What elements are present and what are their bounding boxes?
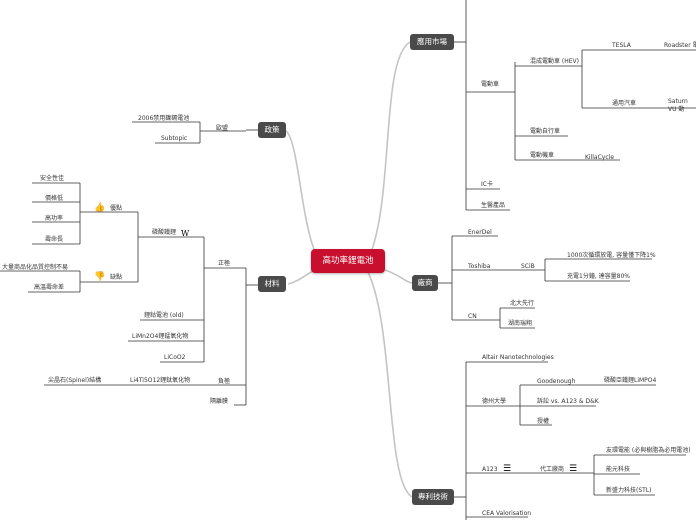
- topic-oem[interactable]: 代工廠商: [540, 466, 565, 473]
- topic-ebike[interactable]: 電動自行車: [530, 128, 561, 135]
- topic-lfp[interactable]: 磷酸鐵鋰: [152, 229, 177, 236]
- branch-vendors[interactable]: 廠商: [412, 275, 438, 291]
- topic-ev[interactable]: 電動車: [481, 81, 500, 88]
- topic-cn-1[interactable]: 北大先行: [510, 300, 535, 307]
- topic-license[interactable]: 授權: [537, 418, 550, 425]
- topic-pros-2[interactable]: 價格低: [45, 195, 64, 202]
- topic-goodenough[interactable]: Goodenough: [537, 378, 576, 385]
- topic-biomed[interactable]: 生醫產品: [481, 202, 506, 209]
- topic-killacycle[interactable]: KillaCycle: [585, 154, 615, 161]
- topic-a123[interactable]: A123: [482, 466, 498, 473]
- notes-icon[interactable]: ☰: [569, 464, 578, 474]
- topic-lmo[interactable]: LiMn2O4鋰錳氧化物: [132, 333, 189, 340]
- w-icon: W: [181, 229, 190, 238]
- topic-cea[interactable]: CEA Valorisation: [482, 510, 532, 517]
- topic-pros-3[interactable]: 高功率: [45, 215, 64, 222]
- topic-lto[interactable]: Li4Ti5O12鋰鈦氧化物: [130, 377, 191, 384]
- curve-policy: [284, 129, 321, 263]
- topic-cathode[interactable]: 正極: [218, 260, 231, 267]
- topic-toshiba[interactable]: Toshiba: [468, 263, 491, 270]
- curve-patents: [367, 271, 413, 498]
- topic-separator[interactable]: 隔離膜: [210, 398, 229, 405]
- topic-lco[interactable]: LiCoO2: [164, 354, 186, 361]
- thumbs-up-icon: 👍: [94, 203, 106, 213]
- branch-materials[interactable]: 材料: [258, 276, 286, 292]
- topic-eu-1[interactable]: 2006禁用鎳鎘電池: [138, 115, 190, 122]
- topic-pros-1[interactable]: 安全性佳: [40, 175, 65, 182]
- topic-tesla[interactable]: TESLA: [612, 42, 631, 49]
- topic-eu[interactable]: 歐盟: [216, 125, 229, 132]
- topic-spinel[interactable]: 尖晶石(Spinel)結構: [48, 377, 102, 384]
- topic-oem-2[interactable]: 能元科技: [606, 466, 631, 473]
- thumbs-down-icon: 👎: [94, 272, 106, 282]
- topic-pros-4[interactable]: 壽命長: [45, 236, 64, 243]
- topic-eu-2[interactable]: Subtopic: [161, 135, 188, 142]
- topic-cons-1[interactable]: 大量商品化品質控制不易: [2, 264, 69, 271]
- topic-lawsuit[interactable]: 訴訟 vs. A123 & D&K: [537, 398, 599, 405]
- curve-vendors: [384, 269, 413, 284]
- topic-hev[interactable]: 混成電動車 (HEV): [530, 58, 579, 65]
- topic-cn[interactable]: CN: [468, 313, 477, 320]
- topic-oem-1[interactable]: 友環電能 (必與樹脂為必用電池): [606, 447, 691, 454]
- topic-scib-2[interactable]: 充電1分鐘, 達容量80%: [567, 273, 630, 280]
- topic-gm[interactable]: 通用汽車: [612, 100, 637, 107]
- topic-altair[interactable]: Altair Nanotechnologies: [482, 354, 554, 361]
- topic-emoto[interactable]: 電動機車: [530, 152, 555, 159]
- root-topic[interactable]: 高功率鋰電池: [311, 249, 385, 273]
- topic-scib-1[interactable]: 1000次循環放電, 容量僅下降1%: [567, 252, 656, 259]
- topic-goodenough-1[interactable]: 磷酸亞鐵鋰LiMPO4: [604, 377, 657, 384]
- topic-enerdel[interactable]: EnerDel: [468, 229, 492, 236]
- topic-cons-2[interactable]: 高溫壽命差: [34, 284, 65, 291]
- topic-roadster[interactable]: Roadster 電動: [664, 42, 696, 49]
- curve-apps: [367, 41, 411, 261]
- topic-cons[interactable]: 缺點: [110, 274, 123, 281]
- topic-lco-old[interactable]: 鋰鈷電池 (old): [144, 312, 184, 319]
- branch-policy[interactable]: 政策: [258, 122, 286, 138]
- topic-scib[interactable]: SCiB: [521, 263, 535, 270]
- topic-texas[interactable]: 德州大學: [482, 398, 507, 405]
- topic-cn-2[interactable]: 湖南瑞翔: [508, 320, 533, 327]
- branch-apps[interactable]: 應用市場: [410, 34, 454, 50]
- topic-oem-3[interactable]: 新盛力科技(STL): [606, 487, 652, 494]
- topic-anode[interactable]: 負極: [218, 378, 231, 385]
- topic-ic-card[interactable]: IC卡: [481, 181, 493, 188]
- branch-patents[interactable]: 專利技術: [412, 489, 454, 505]
- topic-saturn[interactable]: Saturn VU 動: [668, 98, 688, 113]
- topic-pros[interactable]: 優點: [110, 205, 123, 212]
- notes-icon[interactable]: ☰: [503, 464, 512, 474]
